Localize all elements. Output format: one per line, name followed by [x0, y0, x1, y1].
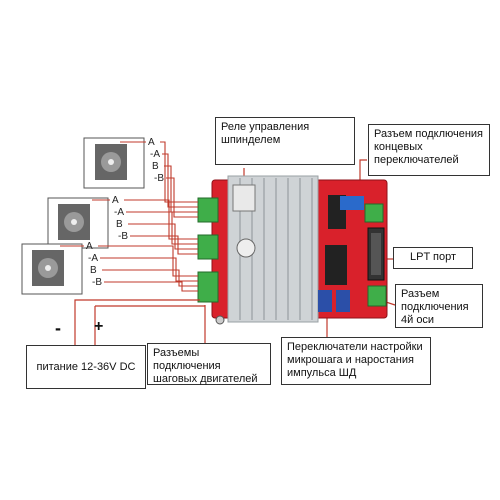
wire-label: -A: [150, 149, 160, 160]
motor-connector-3: [197, 271, 219, 303]
motor-wire: [104, 281, 198, 292]
lpt-port-label: LPT порт: [393, 247, 473, 269]
spindle-relay-label: Реле управления шпинделем: [215, 117, 355, 165]
wire-label: -B: [118, 231, 128, 242]
positive-sign: +: [94, 318, 104, 335]
wire-label: -B: [92, 277, 102, 288]
motor-wire: [130, 235, 198, 255]
motor-wire: [160, 141, 198, 203]
stepper-motor-2: [47, 197, 109, 249]
wire-label: B: [116, 219, 123, 230]
axis4-connector: [367, 285, 387, 307]
motor-wire: [124, 199, 198, 240]
wire-label: A: [148, 137, 155, 148]
motor-wire: [166, 177, 198, 218]
axis4-label: Разъем подключения 4й оси: [395, 284, 483, 328]
wire-label: -A: [88, 253, 98, 264]
wire-label: B: [90, 265, 97, 276]
limit-switch-connector: [340, 196, 364, 210]
motor-connector-2: [197, 234, 219, 260]
microstep-switches: [318, 290, 332, 312]
wire-label: -A: [114, 207, 124, 218]
motor-wire: [126, 211, 198, 245]
wire-label: B: [152, 161, 159, 172]
controller-board: [197, 175, 388, 325]
motor-wire: [162, 153, 198, 208]
negative-sign: -: [55, 318, 61, 338]
stepper-connectors-label: Разъемы подключения шаговых двигателей: [147, 343, 271, 385]
wire-label: A: [112, 195, 119, 206]
motor-connector-1: [197, 197, 219, 223]
motor-wire: [102, 269, 198, 287]
limit-switch-label: Разъем подключения концевых переключател…: [368, 124, 490, 176]
stepper-motor-1: [83, 137, 145, 189]
motor-wire: [164, 165, 198, 213]
power-label: питание 12-36V DC: [26, 345, 146, 389]
wire-label: A: [86, 241, 93, 252]
motor-wires: A-AB-BA-AB-BA-AB-B: [60, 137, 198, 292]
wire-label: -B: [154, 173, 164, 184]
stepper-motor-3: [21, 243, 83, 295]
spindle-relay: [232, 184, 256, 212]
power-wires: [74, 299, 205, 345]
microstep-label: Переключатели настройки микрошага и наро…: [281, 337, 431, 385]
motor-wire: [98, 245, 198, 277]
